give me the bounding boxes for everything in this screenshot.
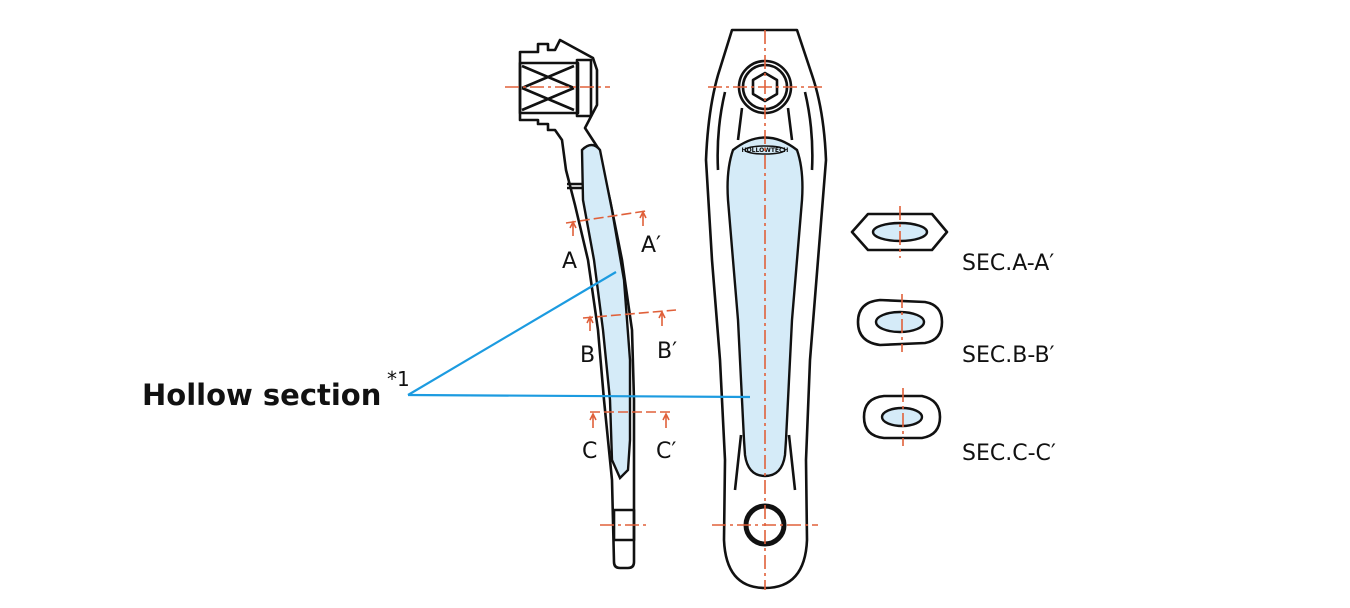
hollow-section-label: Hollow section	[142, 378, 381, 412]
front-view-crank-arm: HOLLOWTECH	[704, 28, 828, 590]
mark-c: C	[582, 439, 597, 464]
mark-b: B	[580, 343, 595, 368]
leader-line-front	[407, 393, 751, 399]
side-view-crank-arm	[505, 38, 648, 570]
cross-section-a	[850, 206, 949, 258]
leader-line-side	[407, 271, 617, 396]
section-label-c: SEC.C-C′	[962, 441, 1056, 466]
mark-a-prime: A′	[641, 233, 661, 258]
mark-c-prime: C′	[656, 439, 676, 464]
section-label-a: SEC.A-A′	[962, 251, 1054, 276]
mark-b-prime: B′	[657, 339, 677, 364]
section-cut-lines	[565, 210, 677, 428]
cross-section-c	[862, 388, 942, 446]
cross-section-b	[856, 294, 944, 352]
section-label-b: SEC.B-B′	[962, 343, 1055, 368]
footnote-mark: *1	[387, 367, 410, 391]
mark-a: A	[562, 249, 577, 274]
side-hollow-section	[580, 143, 632, 481]
